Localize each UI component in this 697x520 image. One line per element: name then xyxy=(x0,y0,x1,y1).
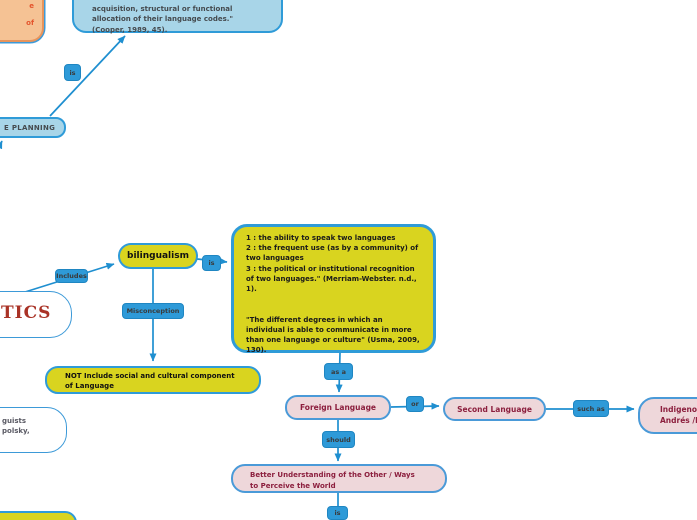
link-label-as-a[interactable]: as a xyxy=(324,363,353,380)
node-indigenous-text: Indigenou Andrés /R xyxy=(660,405,697,425)
node-second-language-text: Second Language xyxy=(457,404,532,414)
node-definition[interactable]: 1 : the ability to speak two languages 2… xyxy=(231,224,436,355)
node-orange-fragment-text: e of xyxy=(26,2,34,27)
node-definition-text: 1 : the ability to speak two languages 2… xyxy=(246,234,420,355)
node-linguists-fragment-text: guists polsky, xyxy=(2,417,30,435)
link-label-should[interactable]: should xyxy=(322,431,355,448)
node-language-planning-text: E PLANNING xyxy=(4,124,56,132)
node-top-quote[interactable]: acquisition, structural or functional al… xyxy=(72,0,283,34)
node-not-include[interactable]: NOT Include social and cultural componen… xyxy=(45,366,261,394)
link-label-or[interactable]: or xyxy=(406,396,424,412)
edge-into-planning xyxy=(0,140,3,150)
node-sociolinguistics[interactable]: TICS xyxy=(0,291,72,338)
link-label-such-as[interactable]: such as xyxy=(573,400,609,417)
node-language-planning[interactable]: E PLANNING xyxy=(0,117,66,138)
node-bilingualism-text: bilingualism xyxy=(127,251,189,261)
link-label-is-bottom[interactable]: is xyxy=(327,506,348,520)
node-second-language[interactable]: Second Language xyxy=(443,397,546,421)
node-top-quote-text: acquisition, structural or functional al… xyxy=(92,5,234,34)
node-better-understanding-text: Better Understanding of the Other / Ways… xyxy=(250,471,415,490)
node-orange-fragment[interactable]: e of xyxy=(0,0,44,42)
link-label-misconception[interactable]: Misconception xyxy=(122,303,184,319)
node-not-include-text: NOT Include social and cultural componen… xyxy=(65,372,235,390)
node-bottom-yellow[interactable] xyxy=(0,511,77,520)
link-label-includes[interactable]: Includes xyxy=(55,269,88,283)
node-better-understanding[interactable]: Better Understanding of the Other / Ways… xyxy=(231,464,447,493)
edge-planning-to-quote xyxy=(49,35,126,117)
link-label-is-top[interactable]: is xyxy=(64,64,81,81)
node-bilingualism[interactable]: bilingualism xyxy=(118,243,198,269)
node-foreign-language-text: Foreign Language xyxy=(299,403,377,412)
node-linguists-fragment[interactable]: guists polsky, xyxy=(0,407,67,453)
node-sociolinguistics-text: TICS xyxy=(1,303,52,323)
node-indigenous[interactable]: Indigenou Andrés /R xyxy=(638,397,697,434)
link-label-is-mid[interactable]: is xyxy=(202,255,221,271)
node-foreign-language[interactable]: Foreign Language xyxy=(285,395,391,420)
